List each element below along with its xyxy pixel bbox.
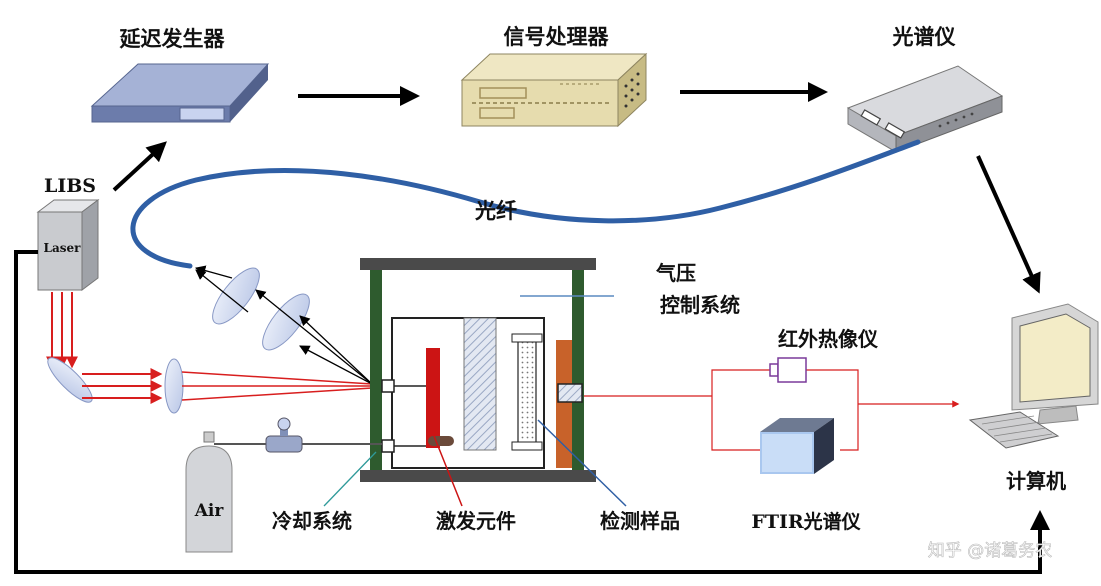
- infrared-camera-label: 红外热像仪: [778, 327, 879, 351]
- infrared-camera-icon: [769, 357, 807, 383]
- measurement-paths: [584, 369, 960, 451]
- fiber-label: 光纤: [474, 199, 517, 223]
- delay-generator-label: 延迟发生器: [119, 27, 226, 51]
- delay-generator-device: [90, 63, 270, 123]
- flow-meter-icon: [265, 417, 303, 453]
- pressure-label-line1: 气压: [655, 261, 696, 285]
- air-label: Air: [194, 501, 225, 521]
- sample-pointer: [537, 419, 627, 507]
- cooling-label: 冷却系统: [272, 509, 352, 533]
- cooling-pointer: [323, 451, 377, 507]
- excitation-pointer: [433, 435, 463, 507]
- ftir-label: FTIR光谱仪: [751, 510, 861, 533]
- sample-label: 检测样品: [600, 509, 680, 533]
- ftir-device: [760, 418, 834, 474]
- arrow-spectrometer-to-computer: [976, 155, 1041, 294]
- pressure-label-line2: 控制系统: [660, 293, 740, 317]
- converging-beams: [181, 371, 373, 401]
- collection-lens-1: [212, 267, 260, 325]
- trigger-loop-line: [14, 250, 1050, 574]
- arrow-libs-to-delay: [112, 141, 167, 192]
- spectrometer-device: [846, 65, 1004, 153]
- computer-device: [968, 303, 1099, 449]
- signal-processor-label: 信号处理器: [504, 25, 610, 49]
- watermark: 知乎 @诸葛务农: [928, 541, 1052, 561]
- computer-label: 计算机: [1006, 469, 1066, 493]
- libs-label: LIBS: [44, 175, 96, 197]
- laser-beams-down: [46, 292, 78, 369]
- collected-light-rays: [194, 265, 373, 385]
- spectrometer-label: 光谱仪: [892, 25, 957, 49]
- focusing-lens: [164, 358, 184, 414]
- laser-beams-horizontal: [82, 368, 163, 404]
- laser-mirror: [47, 357, 93, 403]
- collection-lens-2: [262, 293, 310, 351]
- optical-fiber: [130, 139, 921, 269]
- air-cylinder: [185, 431, 233, 553]
- laser-device: [36, 199, 100, 291]
- excitation-bar: [426, 348, 440, 448]
- laser-label: Laser: [44, 241, 82, 255]
- test-chamber: [360, 258, 596, 482]
- sample-plate: [556, 340, 572, 468]
- signal-processor-device: [460, 52, 648, 128]
- excitation-label: 激发元件: [436, 509, 516, 533]
